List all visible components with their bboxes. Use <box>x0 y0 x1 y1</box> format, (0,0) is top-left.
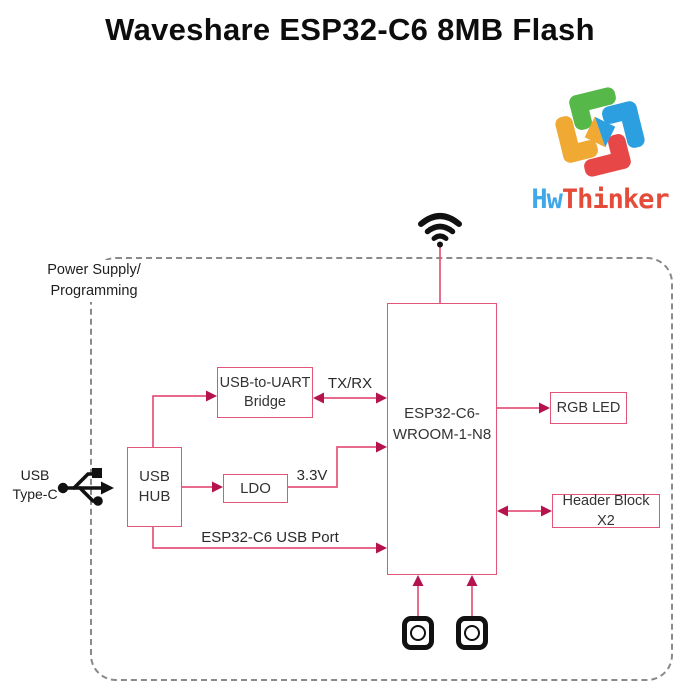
header-block-label: Header Block X2 <box>562 493 650 529</box>
usb-hub-line1: USB <box>139 468 170 485</box>
wire-usb-port <box>152 527 377 549</box>
bridge-line1: USB-to-UART <box>219 374 311 391</box>
ldo-label: LDO <box>240 479 271 497</box>
usb-type-c-label: USB Type-C <box>6 466 64 504</box>
logo-blue-piece <box>602 101 645 148</box>
rgb-led-block: RGB LED <box>550 392 627 424</box>
logo-green-piece <box>569 87 616 130</box>
usb-hub-line2: HUB <box>138 488 171 505</box>
esp32-c6-wroom-block: ESP32-C6- WROOM-1-N8 <box>387 303 497 575</box>
push-button-actuator <box>464 625 480 641</box>
usb-hub-block: USB HUB <box>127 447 182 527</box>
usb-to-uart-bridge-block: USB-to-UART Bridge <box>217 367 313 418</box>
bridge-line2: Bridge <box>244 393 286 410</box>
frame-label: Power Supply/ Programming <box>36 260 152 302</box>
usb-type-c-line1: USB <box>20 467 50 483</box>
wire-ldo-to-esp32 <box>288 446 377 488</box>
ldo-block: LDO <box>223 474 288 503</box>
frame-label-line1: Power Supply/ <box>47 262 141 278</box>
push-button-actuator <box>410 625 426 641</box>
page-title: Waveshare ESP32-C6 8MB Flash <box>105 12 595 47</box>
header-block-x2-block: Header Block X2 <box>552 493 660 529</box>
wordmark-thinker: Thinker <box>561 184 670 215</box>
push-button-icon <box>402 616 434 650</box>
wordmark-hw: Hw <box>531 184 563 215</box>
frame-label-line2: Programming <box>50 283 138 299</box>
arrowheads <box>206 390 552 586</box>
push-button-icon <box>456 616 488 650</box>
wifi-icon <box>418 213 462 248</box>
esp32-usb-port-label: ESP32-C6 USB Port <box>201 529 339 546</box>
hwthinker-logo: HwThinker <box>505 80 695 222</box>
3v3-label: 3.3V <box>296 467 328 484</box>
hwthinker-wordmark: HwThinker <box>505 184 695 215</box>
rgb-led-label: RGB LED <box>556 400 621 416</box>
usb-icon <box>57 468 114 506</box>
txrx-label: TX/RX <box>327 375 373 392</box>
esp32-line1: ESP32-C6- <box>404 405 480 422</box>
esp32-line2: WROOM-1-N8 <box>392 426 492 443</box>
logo-center-diamond <box>584 116 616 148</box>
hwthinker-pinwheel-icon <box>555 87 645 177</box>
logo-orange-piece <box>555 116 598 163</box>
logo-red-piece <box>584 134 631 177</box>
power-supply-programming-frame <box>90 257 673 681</box>
usb-type-c-line2: Type-C <box>12 486 58 502</box>
wire-hub-to-bridge <box>152 395 207 447</box>
